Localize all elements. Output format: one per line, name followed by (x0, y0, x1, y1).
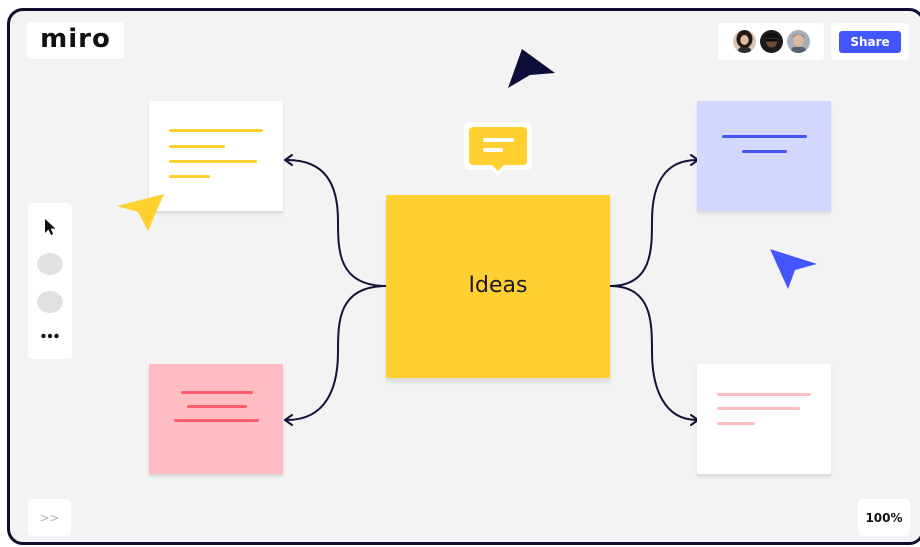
arrowhead-bottom-left (284, 414, 293, 426)
sticky-note-bottom-left[interactable] (149, 364, 283, 474)
expand-panel-button[interactable]: >> (28, 499, 71, 536)
connector-bottom-right (609, 285, 698, 421)
circle-placeholder-icon (37, 291, 63, 313)
connector-bottom-left (286, 285, 387, 421)
central-sticky-note[interactable]: Ideas (386, 195, 610, 378)
note-text-line (169, 160, 257, 163)
miro-logo: miro (40, 24, 111, 54)
note-text-line (717, 393, 811, 396)
more-tools[interactable] (36, 322, 64, 350)
avatar[interactable] (786, 30, 810, 53)
note-text-line (742, 150, 787, 153)
collaborators-panel[interactable] (718, 23, 824, 60)
central-note-label: Ideas (468, 273, 528, 298)
avatar-man-sunglasses-icon (759, 30, 783, 53)
connector-top-left (286, 159, 387, 287)
sticky-note-top-left[interactable] (149, 101, 283, 211)
select-tool[interactable] (36, 213, 64, 241)
avatar-man-icon (786, 30, 810, 53)
note-text-line (174, 419, 259, 422)
tool-3[interactable] (36, 288, 64, 316)
left-toolbar (28, 203, 72, 359)
share-container: Share (831, 23, 909, 60)
zoom-level[interactable]: 100% (858, 499, 910, 536)
avatar[interactable] (732, 30, 756, 53)
sticky-note-top-right[interactable] (697, 101, 831, 211)
arrowhead-top-left (284, 154, 293, 166)
circle-placeholder-icon (37, 253, 63, 275)
note-text-line (717, 422, 755, 425)
note-text-line (717, 407, 800, 410)
avatar[interactable] (759, 30, 783, 53)
note-text-line (169, 129, 263, 132)
more-dots-icon (41, 333, 59, 339)
share-button[interactable]: Share (839, 30, 901, 53)
cursor-arrow-icon (45, 219, 56, 235)
note-text-line (181, 391, 253, 394)
avatar-woman-icon (732, 30, 756, 53)
sticky-note-bottom-right[interactable] (697, 364, 831, 474)
note-text-line (722, 135, 807, 138)
tool-2[interactable] (36, 250, 64, 278)
note-text-line (169, 145, 225, 148)
note-text-line (187, 405, 247, 408)
connector-top-right (609, 159, 698, 287)
note-text-line (169, 175, 210, 178)
chevrons-right-icon: >> (39, 510, 60, 525)
logo-container[interactable]: miro (27, 22, 124, 59)
